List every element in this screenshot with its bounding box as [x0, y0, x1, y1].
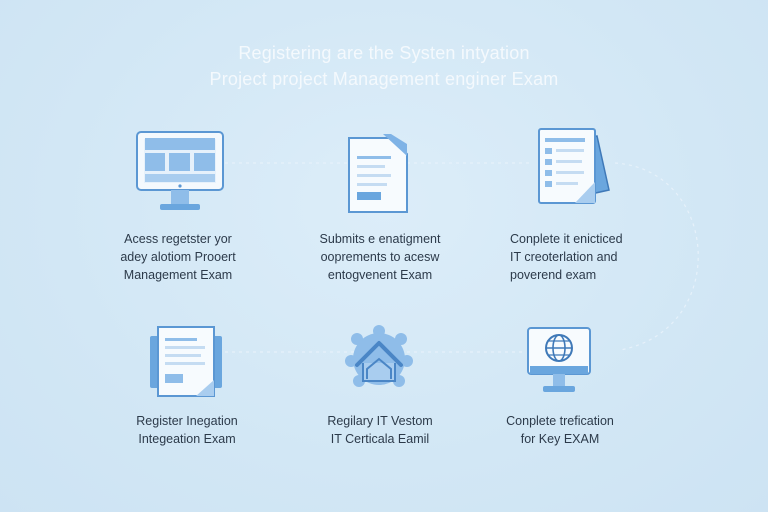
form-document-icon: [150, 326, 222, 397]
step-5-label: Regilary IT Vestom IT Certicala Eamil: [290, 412, 470, 448]
step-5-line-2: IT Certicala Eamil: [330, 432, 430, 446]
step-1-line-3: Management Exam: [123, 268, 233, 282]
step-6-label: Conplete trefication for Key EXAM: [470, 412, 650, 448]
house-gear-icon: [345, 325, 413, 387]
step-2-line-2: ooprements to acesw: [320, 250, 440, 264]
diagram-title: Registering are the Systen intyation Pro…: [0, 40, 768, 92]
step-4-label: Register Inegation Integeation Exam: [97, 412, 277, 448]
step-3-line-3: poverend exam: [510, 268, 597, 282]
step-3-line-2: IT creoterlation and: [510, 250, 618, 264]
step-3-line-1: Conplete it enicticed: [510, 232, 623, 246]
step-2-line-3: entogvenent Exam: [327, 268, 433, 282]
document-stack-icon: [538, 128, 610, 204]
step-3-label: Conplete it enicticed IT creoterlation a…: [510, 230, 690, 284]
title-line-1: Registering are the Systen intyation: [238, 43, 530, 63]
step-2-line-1: Submits e enatigment: [319, 232, 441, 246]
connector-loop: [614, 162, 699, 351]
step-2-label: Submits e enatigment ooprements to acesw…: [290, 230, 470, 284]
step-5-line-1: Regilary IT Vestom: [327, 414, 433, 428]
step-4-line-1: Register Inegation: [136, 414, 238, 428]
step-1-line-2: adey alotiom Prooert: [120, 250, 236, 264]
step-6-line-2: for Key EXAM: [520, 432, 600, 446]
step-1-line-1: Acess regetster yor: [124, 232, 232, 246]
step-1-label: Acess regetster yor adey alotiom Prooert…: [88, 230, 268, 284]
globe-monitor-icon: [527, 327, 591, 392]
document-icon: [348, 134, 408, 213]
monitor-icon: [136, 131, 224, 210]
step-4-line-2: Integeation Exam: [138, 432, 236, 446]
title-line-2: Project project Management enginer Exam: [209, 69, 559, 89]
step-6-line-1: Conplete trefication: [506, 414, 614, 428]
